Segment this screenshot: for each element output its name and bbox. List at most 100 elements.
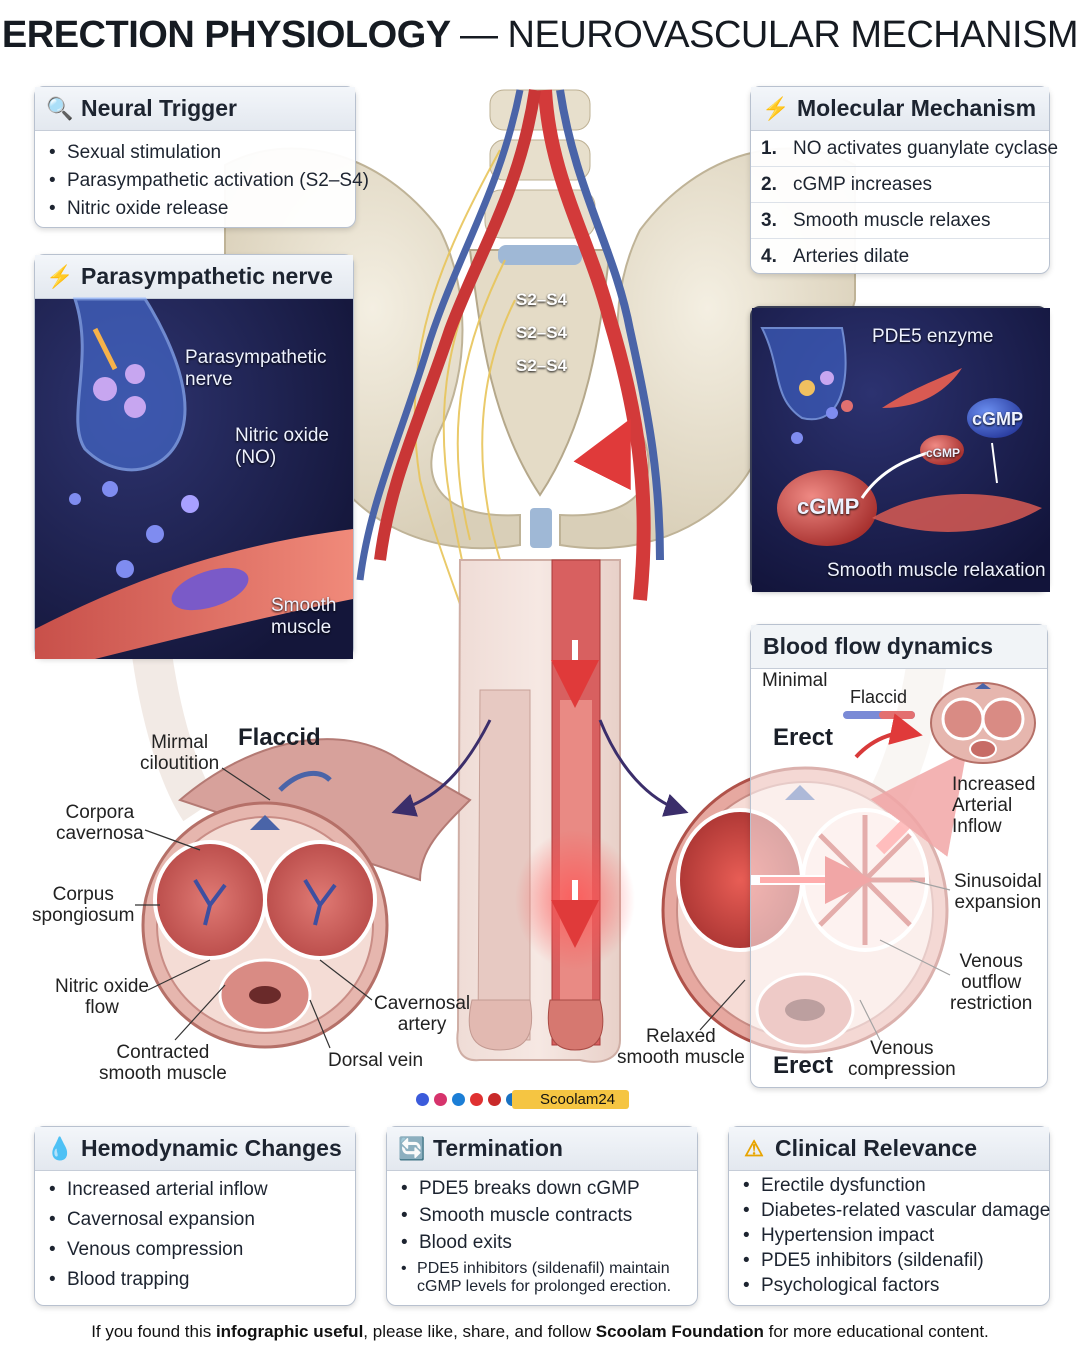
title-bold: ERECTION PHYSIOLOGY bbox=[1, 14, 450, 56]
parasympathetic-header: ⚡Parasympathetic nerve bbox=[35, 255, 353, 299]
parasympathetic-title: Parasympathetic nerve bbox=[81, 263, 333, 289]
cgmp-small-label: cGMP bbox=[926, 446, 961, 460]
hemodynamic-header: 💧Hemodynamic Changes bbox=[35, 1127, 355, 1171]
flaccid-cross-section bbox=[141, 738, 472, 1049]
label-text: Corpora cavernosa bbox=[56, 802, 144, 844]
termination-box: 🔄 Termination PDE5 breaks down cGMP Smoot… bbox=[386, 1126, 698, 1306]
artery-left bbox=[374, 89, 541, 561]
flaccid-small-label: Flaccid bbox=[850, 687, 908, 707]
flaccid-heading: Flaccid bbox=[238, 724, 321, 751]
step-number: 1. bbox=[761, 138, 777, 159]
blood-flow-mini-diagram bbox=[843, 682, 1036, 764]
corpora-cavernosa-label: Corpora cavernosa bbox=[56, 802, 144, 844]
label-text: Cavernosal artery bbox=[374, 993, 471, 1035]
list-item: PDE5 breaks down cGMP bbox=[401, 1175, 683, 1202]
nitric-oxide-label: Nitric oxide (NO) bbox=[235, 425, 329, 469]
clinical-list: Erectile dysfunction Diabetes-related va… bbox=[729, 1171, 1050, 1306]
neural-trigger-header: 🔍 Neural Trigger bbox=[35, 87, 355, 131]
label-text: Smooth muscle bbox=[271, 595, 337, 638]
molecular-steps: 1.NO activates guanylate cyclase 2.cGMP … bbox=[751, 131, 1058, 274]
nitric-oxide-flow-label: Nitric oxide flow bbox=[55, 976, 149, 1018]
footer-bold-1: infographic useful bbox=[215, 1322, 364, 1341]
pde5-enzyme-label: PDE5 enzyme bbox=[872, 326, 994, 347]
corpus-spongiosum-label: Corpus spongiosum bbox=[32, 884, 134, 926]
termination-header: 🔄 Termination bbox=[387, 1127, 697, 1171]
list-item: Psychological factors bbox=[743, 1273, 1035, 1298]
cavernosal-artery-label: Cavernosal artery bbox=[374, 993, 470, 1035]
relaxed-muscle-label: Relaxed smooth muscle bbox=[617, 1026, 745, 1068]
sinusoidal-label: Sinusoidal expansion bbox=[954, 871, 1042, 913]
termination-list: PDE5 breaks down cGMP Smooth muscle cont… bbox=[387, 1171, 697, 1304]
pde5-panel: PDE5 enzyme cGMP cGMP cGMP Smooth muscle… bbox=[750, 306, 1050, 592]
step-number: 2. bbox=[761, 174, 777, 195]
refresh-icon: 🔄 bbox=[398, 1135, 426, 1161]
clinical-box: ⚠Clinical Relevance Erectile dysfunction… bbox=[728, 1126, 1050, 1306]
neuron-illustration bbox=[35, 297, 353, 659]
cgmp-large-label: cGMP bbox=[797, 494, 860, 519]
x-icon[interactable] bbox=[452, 1093, 465, 1106]
vein-left bbox=[356, 89, 524, 581]
blood-drop-icon: 💧 bbox=[46, 1135, 74, 1161]
label-text: Relaxed smooth muscle bbox=[617, 1026, 745, 1068]
list-item: Smooth muscle contracts bbox=[401, 1202, 683, 1229]
molecular-mechanism-header: ⚡Molecular Mechanism bbox=[751, 87, 1049, 131]
step-text: Arteries dilate bbox=[793, 246, 910, 267]
list-item: Diabetes-related vascular damage bbox=[743, 1198, 1050, 1223]
pinterest-icon[interactable] bbox=[488, 1093, 501, 1106]
relaxation-caption: Smooth muscle relaxation bbox=[827, 560, 1046, 581]
warning-icon: ⚠ bbox=[744, 1135, 764, 1161]
footer-mid: , please like, share, and follow bbox=[363, 1322, 596, 1341]
magnifier-icon: 🔍 bbox=[46, 95, 74, 121]
sacrum bbox=[468, 249, 612, 497]
list-item: 1.NO activates guanylate cyclase bbox=[751, 131, 1058, 167]
molecular-mechanism-title: Molecular Mechanism bbox=[797, 95, 1037, 121]
label-text: Nitric oxide flow bbox=[55, 976, 149, 1018]
list-item: Erectile dysfunction bbox=[743, 1173, 1035, 1198]
smooth-muscle-label: Smooth muscle bbox=[271, 595, 336, 639]
spine-label: S2–S4 bbox=[516, 356, 568, 375]
hemodynamic-list: Increased arterial inflow Cavernosal exp… bbox=[35, 1171, 355, 1303]
label-text: Contracted smooth muscle bbox=[99, 1042, 227, 1084]
label-text: Venous outflow restriction bbox=[950, 951, 1033, 1014]
spine-label: S2–S4 bbox=[516, 290, 568, 309]
neural-trigger-title: Neural Trigger bbox=[81, 95, 237, 121]
list-item: Nitric oxide release bbox=[49, 195, 341, 223]
youtube-icon[interactable] bbox=[470, 1093, 483, 1106]
footer-text: If you found this infographic useful, pl… bbox=[0, 1322, 1080, 1342]
title-rest: — NEUROVASCULAR MECHANISM bbox=[459, 14, 1079, 56]
list-item: Blood exits bbox=[401, 1229, 683, 1256]
list-item: Sexual stimulation bbox=[49, 139, 341, 167]
list-item: 2.cGMP increases bbox=[751, 167, 1049, 203]
label-text: Corpus spongiosum bbox=[32, 884, 135, 926]
pde5-illustration bbox=[752, 308, 1050, 592]
label-text: Mirmal ciloutition bbox=[140, 732, 220, 774]
molecular-mechanism-box: ⚡Molecular Mechanism 1.NO activates guan… bbox=[750, 86, 1058, 274]
list-item: Venous compression bbox=[49, 1235, 341, 1265]
label-text: Nitric oxide (NO) bbox=[235, 425, 329, 468]
facebook-icon[interactable] bbox=[416, 1093, 429, 1106]
note-text: PDE5 inhibitors (sildenafil) maintain cG… bbox=[417, 1260, 672, 1295]
list-item: 3.Smooth muscle relaxes bbox=[751, 203, 1049, 239]
social-icons bbox=[416, 1093, 519, 1106]
step-number: 3. bbox=[761, 210, 777, 231]
brand-badge[interactable]: Scoolam24 bbox=[512, 1090, 630, 1109]
instagram-icon[interactable] bbox=[434, 1093, 447, 1106]
list-item: Parasympathetic activation (S2–S4) bbox=[49, 167, 369, 195]
erect-bottom-label: Erect bbox=[773, 1052, 834, 1079]
blood-flow-box: Blood flow dynamics bbox=[750, 624, 1048, 1088]
termination-title: Termination bbox=[433, 1135, 563, 1161]
list-item: PDE5 inhibitors (sildenafil) bbox=[743, 1248, 1035, 1273]
label-text: Venous compression bbox=[848, 1038, 956, 1080]
label-text: Parasympathetic nerve bbox=[185, 347, 327, 390]
neural-trigger-list: Sexual stimulation Parasympathetic activ… bbox=[35, 131, 369, 231]
parasympathetic-nerve-label: Parasympathetic nerve bbox=[185, 347, 327, 391]
increased-inflow-label: Increased Arterial Inflow bbox=[952, 774, 1035, 837]
blood-flow-title: Blood flow dynamics bbox=[763, 633, 994, 659]
footer-pre: If you found this bbox=[91, 1322, 216, 1341]
list-item: Increased arterial inflow bbox=[49, 1175, 341, 1205]
footer-post: for more educational content. bbox=[763, 1322, 989, 1341]
page-title: ERECTION PHYSIOLOGY — NEUROVASCULAR MECH… bbox=[0, 14, 1080, 57]
venous-outflow-label: Venous outflow restriction bbox=[950, 951, 1032, 1014]
minimal-label: Minimal bbox=[762, 670, 828, 691]
termination-note: PDE5 inhibitors (sildenafil) maintain cG… bbox=[401, 1260, 683, 1296]
